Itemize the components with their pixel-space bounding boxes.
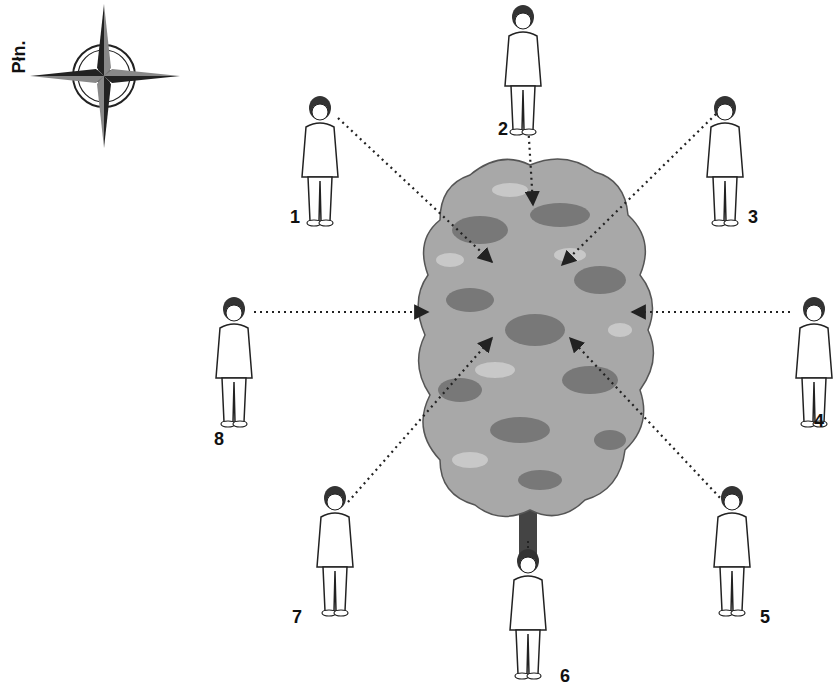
callout-number: 1 xyxy=(290,208,300,226)
compass-label: Płn. xyxy=(10,40,28,73)
callout-number: 3 xyxy=(748,208,758,226)
compass-rose xyxy=(30,4,180,148)
callout-number: 7 xyxy=(292,608,302,626)
callout-number: 6 xyxy=(560,667,570,685)
callout-number: 5 xyxy=(760,608,770,626)
callout-number: 8 xyxy=(214,430,224,448)
callout-number: 4 xyxy=(814,412,824,430)
callout-number: 2 xyxy=(498,120,508,138)
